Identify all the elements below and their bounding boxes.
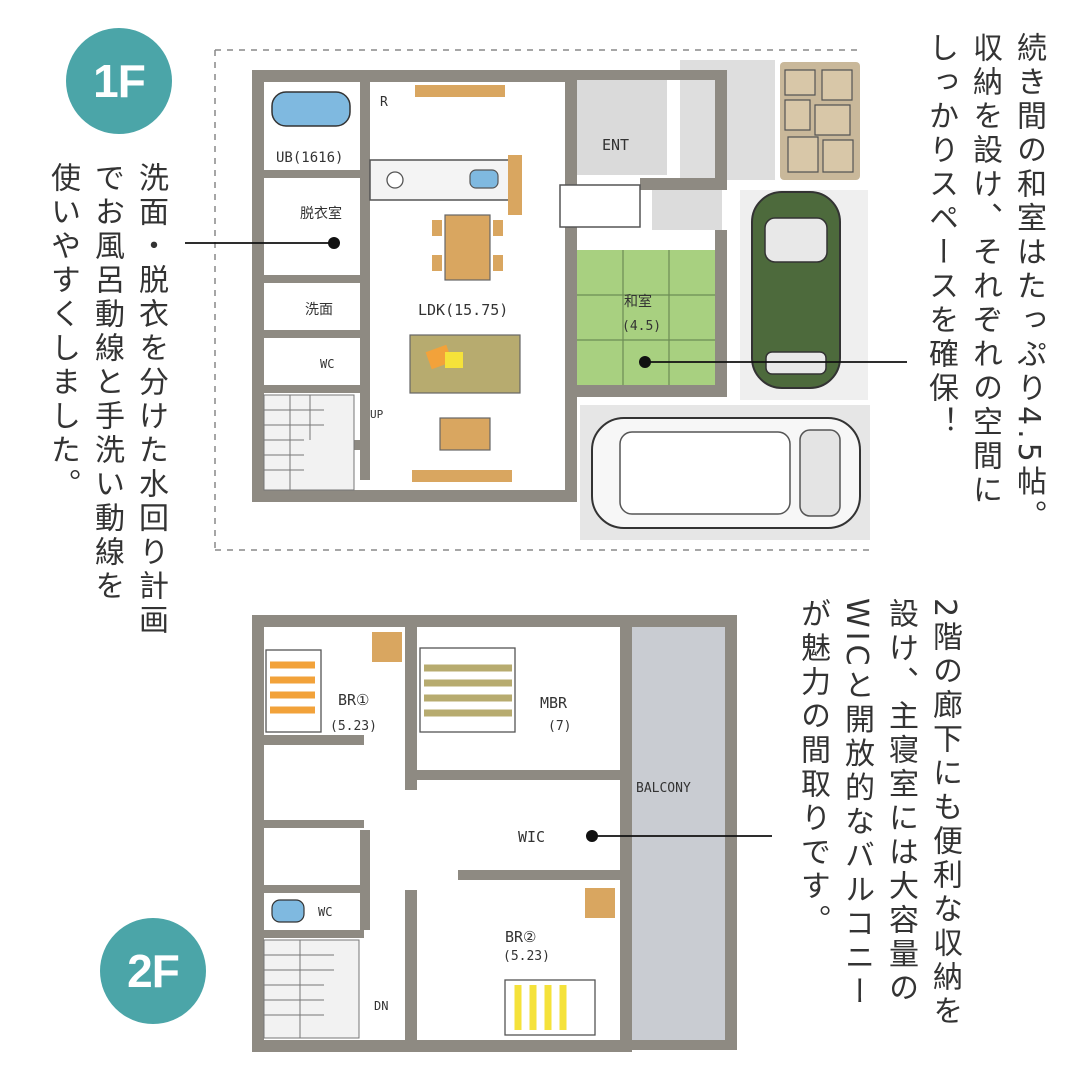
car-green <box>751 191 841 389</box>
walls-2f <box>252 615 737 1052</box>
callout-hall-line-1: 2階の廊下にも便利な収納を <box>927 598 962 1030</box>
stairs-2f <box>263 939 360 1039</box>
callout-water: 洗面・脱衣を分けた水回り計画 でお風呂動線と手洗い動線を 使いやすくしました。 <box>40 162 172 638</box>
coffee-table <box>439 417 491 451</box>
callout-hall-line-3: WICと開放的なバルコニー <box>839 598 874 1010</box>
label-wash: 洗面 <box>305 302 333 318</box>
car-white <box>591 417 861 529</box>
callout-water-line-2: でお風呂動線と手洗い動線を <box>89 162 124 604</box>
callout-water-line-3: 使いやすくしました。 <box>45 162 80 502</box>
tv-board <box>412 470 512 482</box>
balcony-floor <box>630 625 725 1040</box>
callout-washitsu-line-3: しっかりスペースを確保！ <box>923 32 958 440</box>
floor-badge-1f: 1F <box>66 28 172 134</box>
callout-hall-line-4: が魅力の間取りです。 <box>795 598 830 938</box>
sofa <box>409 334 521 394</box>
callout-washitsu: 続き間の和室はたっぷり4.5帖。 収納を設け、それぞれの空間に しっかりスペース… <box>918 32 1050 534</box>
walls-1f <box>252 70 727 502</box>
callout-hall: 2階の廊下にも便利な収納を 設け、主寝室には大容量の WICと開放的なバルコニー… <box>790 598 966 1029</box>
callout-washitsu-line-2: 収納を設け、それぞれの空間に <box>967 32 1002 508</box>
label-br1-size: (5.23) <box>330 719 377 734</box>
label-dn: DN <box>374 999 388 1013</box>
bed-br1 <box>265 649 322 733</box>
label-br1: BR① <box>338 691 370 709</box>
floor-badge-2f: 2F <box>100 918 206 1024</box>
callout-water-line-1: 洗面・脱衣を分けた水回り計画 <box>133 162 168 638</box>
label-br2: BR② <box>505 928 537 946</box>
bed-br2 <box>504 979 596 1036</box>
label-mbr-size: (7) <box>548 719 571 734</box>
dining-table <box>432 214 503 281</box>
label-r: R <box>380 95 388 110</box>
callout-washitsu-line-1: 続き間の和室はたっぷり4.5帖。 <box>1011 32 1046 534</box>
label-wc-2f: WC <box>318 905 332 919</box>
bed-mbr <box>419 647 516 733</box>
label-dressing: 脱衣室 <box>300 205 342 222</box>
label-br2-size: (5.23) <box>503 949 550 964</box>
stairs-1f <box>263 394 355 491</box>
label-balcony: BALCONY <box>636 781 691 796</box>
label-ent: ENT <box>602 136 629 154</box>
label-mbr: MBR <box>540 694 568 712</box>
label-wc-1f: WC <box>320 357 334 371</box>
label-wic: WIC <box>518 828 545 846</box>
bathtub <box>271 91 351 127</box>
label-ub: UB(1616) <box>276 150 343 166</box>
label-washitsu: 和室 <box>624 293 652 310</box>
toilet-2f <box>271 899 305 923</box>
label-washitsu-size: (4.5) <box>622 319 661 334</box>
label-ldk: LDK(15.75) <box>418 301 508 319</box>
label-up: UP <box>370 408 384 421</box>
callout-hall-line-2: 設け、主寝室には大容量の <box>883 598 918 1006</box>
site-boundary <box>214 49 870 551</box>
